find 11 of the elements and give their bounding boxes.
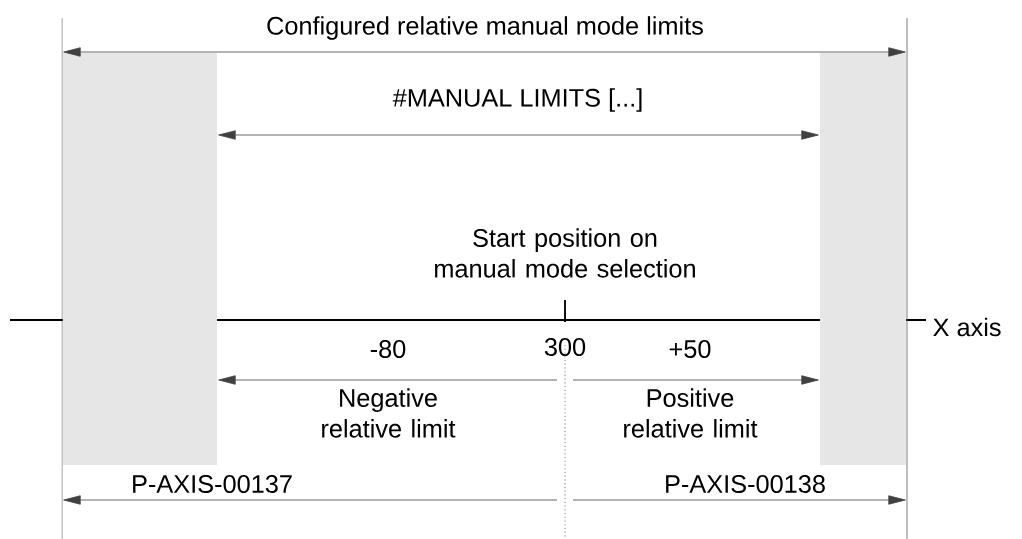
annotation-text: Start position on manual mode selection bbox=[435, 228, 695, 278]
dimension-value: +50 bbox=[669, 340, 711, 358]
dimension-label: P-AXIS-00138 bbox=[666, 475, 825, 493]
axis-value: 300 bbox=[544, 338, 586, 356]
dimension-label: P-AXIS-00137 bbox=[133, 475, 292, 493]
dimension-label: #MANUAL LIMITS [...] bbox=[392, 88, 642, 112]
axis-label: X axis bbox=[933, 317, 1001, 337]
dimension-value: -80 bbox=[370, 340, 406, 358]
dimension-label: Positive relative limit bbox=[624, 388, 758, 438]
dimension-label: Configured relative manual mode limits bbox=[267, 16, 703, 40]
dimension-label: Negative relative limit bbox=[322, 388, 456, 438]
